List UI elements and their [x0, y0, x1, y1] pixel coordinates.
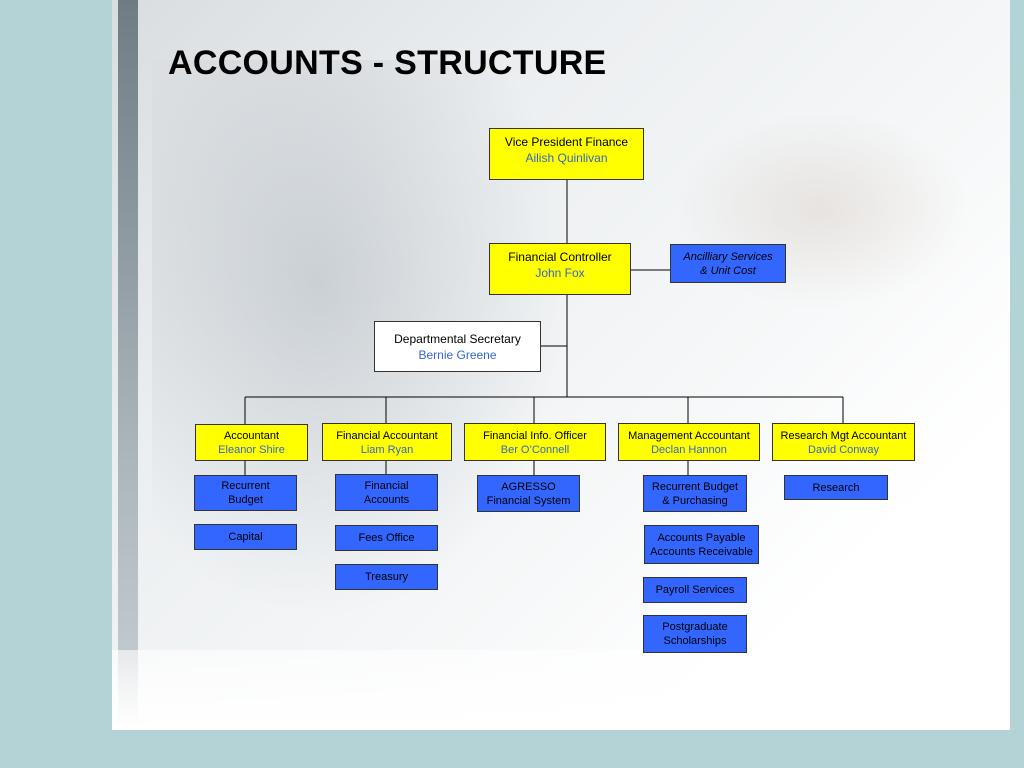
unit-line: Scholarships	[663, 635, 727, 647]
dept-box-research-accountant: Research Mgt Accountant David Conway	[772, 423, 915, 461]
ancillary-services-box: Ancilliary Services & Unit Cost	[670, 244, 786, 283]
unit-line: Budget	[228, 494, 263, 506]
unit-box-financial-accounts: Financial Accounts	[335, 474, 438, 511]
dept-role: Management Accountant	[628, 430, 750, 442]
secretary-box: Departmental Secretary Bernie Greene	[374, 321, 541, 372]
unit-box-treasury: Treasury	[335, 564, 438, 590]
unit-line: Research	[812, 481, 860, 494]
unit-line: Accounts	[363, 493, 410, 506]
unit-line: Accounts Payable	[657, 531, 746, 544]
unit-line: Postgraduate	[662, 621, 728, 633]
unit-line: Financial System	[486, 494, 571, 507]
dept-box-financial-info-officer: Financial Info. Officer Ber O’Connell	[464, 423, 606, 461]
right-border-strip	[1010, 0, 1024, 768]
dept-box-management-accountant: Management Accountant Declan Hannon	[618, 423, 760, 461]
ancillary-line1: Ancilliary Services	[683, 250, 773, 263]
dept-name: Eleanor Shire	[218, 443, 285, 456]
unit-line: Payroll Services	[655, 584, 735, 596]
vp-name: Ailish Quinlivan	[525, 151, 608, 165]
dept-name: Declan Hannon	[651, 444, 727, 456]
vp-finance-box: Vice President Finance Ailish Quinlivan	[489, 128, 644, 180]
unit-box-postgraduate-scholarships: Postgraduate Scholarships	[643, 615, 747, 653]
photo-edge	[118, 0, 138, 730]
vp-role: Vice President Finance	[504, 135, 629, 149]
unit-box-recurrent-budget: Recurrent Budget	[194, 475, 297, 511]
unit-box-capital: Capital	[194, 524, 297, 550]
unit-line: Recurrent	[221, 480, 270, 492]
dept-role: Accountant	[223, 429, 280, 442]
unit-line: & Purchasing	[662, 494, 728, 507]
unit-box-research: Research	[784, 475, 888, 500]
unit-line: Treasury	[365, 571, 408, 583]
dept-name: Ber O’Connell	[500, 444, 570, 456]
unit-box-accounts-payable-receivable: Accounts Payable Accounts Receivable	[644, 525, 759, 564]
unit-line: Recurrent Budget	[651, 480, 739, 493]
dept-role: Financial Accountant	[336, 430, 438, 442]
dept-box-financial-accountant: Financial Accountant Liam Ryan	[322, 423, 452, 461]
secretary-name: Bernie Greene	[418, 347, 497, 362]
unit-line: AGRESSO	[501, 480, 556, 493]
fc-role: Financial Controller	[508, 250, 612, 264]
unit-line: Capital	[228, 531, 263, 543]
ancillary-line2: & Unit Cost	[700, 264, 756, 277]
unit-line: Financial	[364, 479, 409, 492]
dept-name: Liam Ryan	[360, 444, 414, 456]
dept-role: Research Mgt Accountant	[780, 430, 907, 442]
dept-role: Financial Info. Officer	[483, 430, 587, 442]
unit-box-recurrent-budget-purchasing: Recurrent Budget & Purchasing	[643, 475, 747, 512]
dept-name: David Conway	[808, 444, 879, 456]
dept-box-accountant: Accountant Eleanor Shire	[195, 424, 308, 461]
unit-line: Fees Office	[358, 532, 415, 544]
secretary-role: Departmental Secretary	[394, 331, 521, 346]
photo-fade	[112, 650, 1024, 730]
financial-controller-box: Financial Controller John Fox	[489, 243, 631, 295]
unit-box-agresso: AGRESSO Financial System	[477, 475, 580, 512]
unit-box-payroll-services: Payroll Services	[643, 577, 747, 603]
fc-name: John Fox	[535, 266, 585, 280]
slide-title: ACCOUNTS - STRUCTURE	[168, 44, 607, 82]
unit-line: Accounts Receivable	[650, 545, 753, 558]
unit-box-fees-office: Fees Office	[335, 525, 438, 551]
